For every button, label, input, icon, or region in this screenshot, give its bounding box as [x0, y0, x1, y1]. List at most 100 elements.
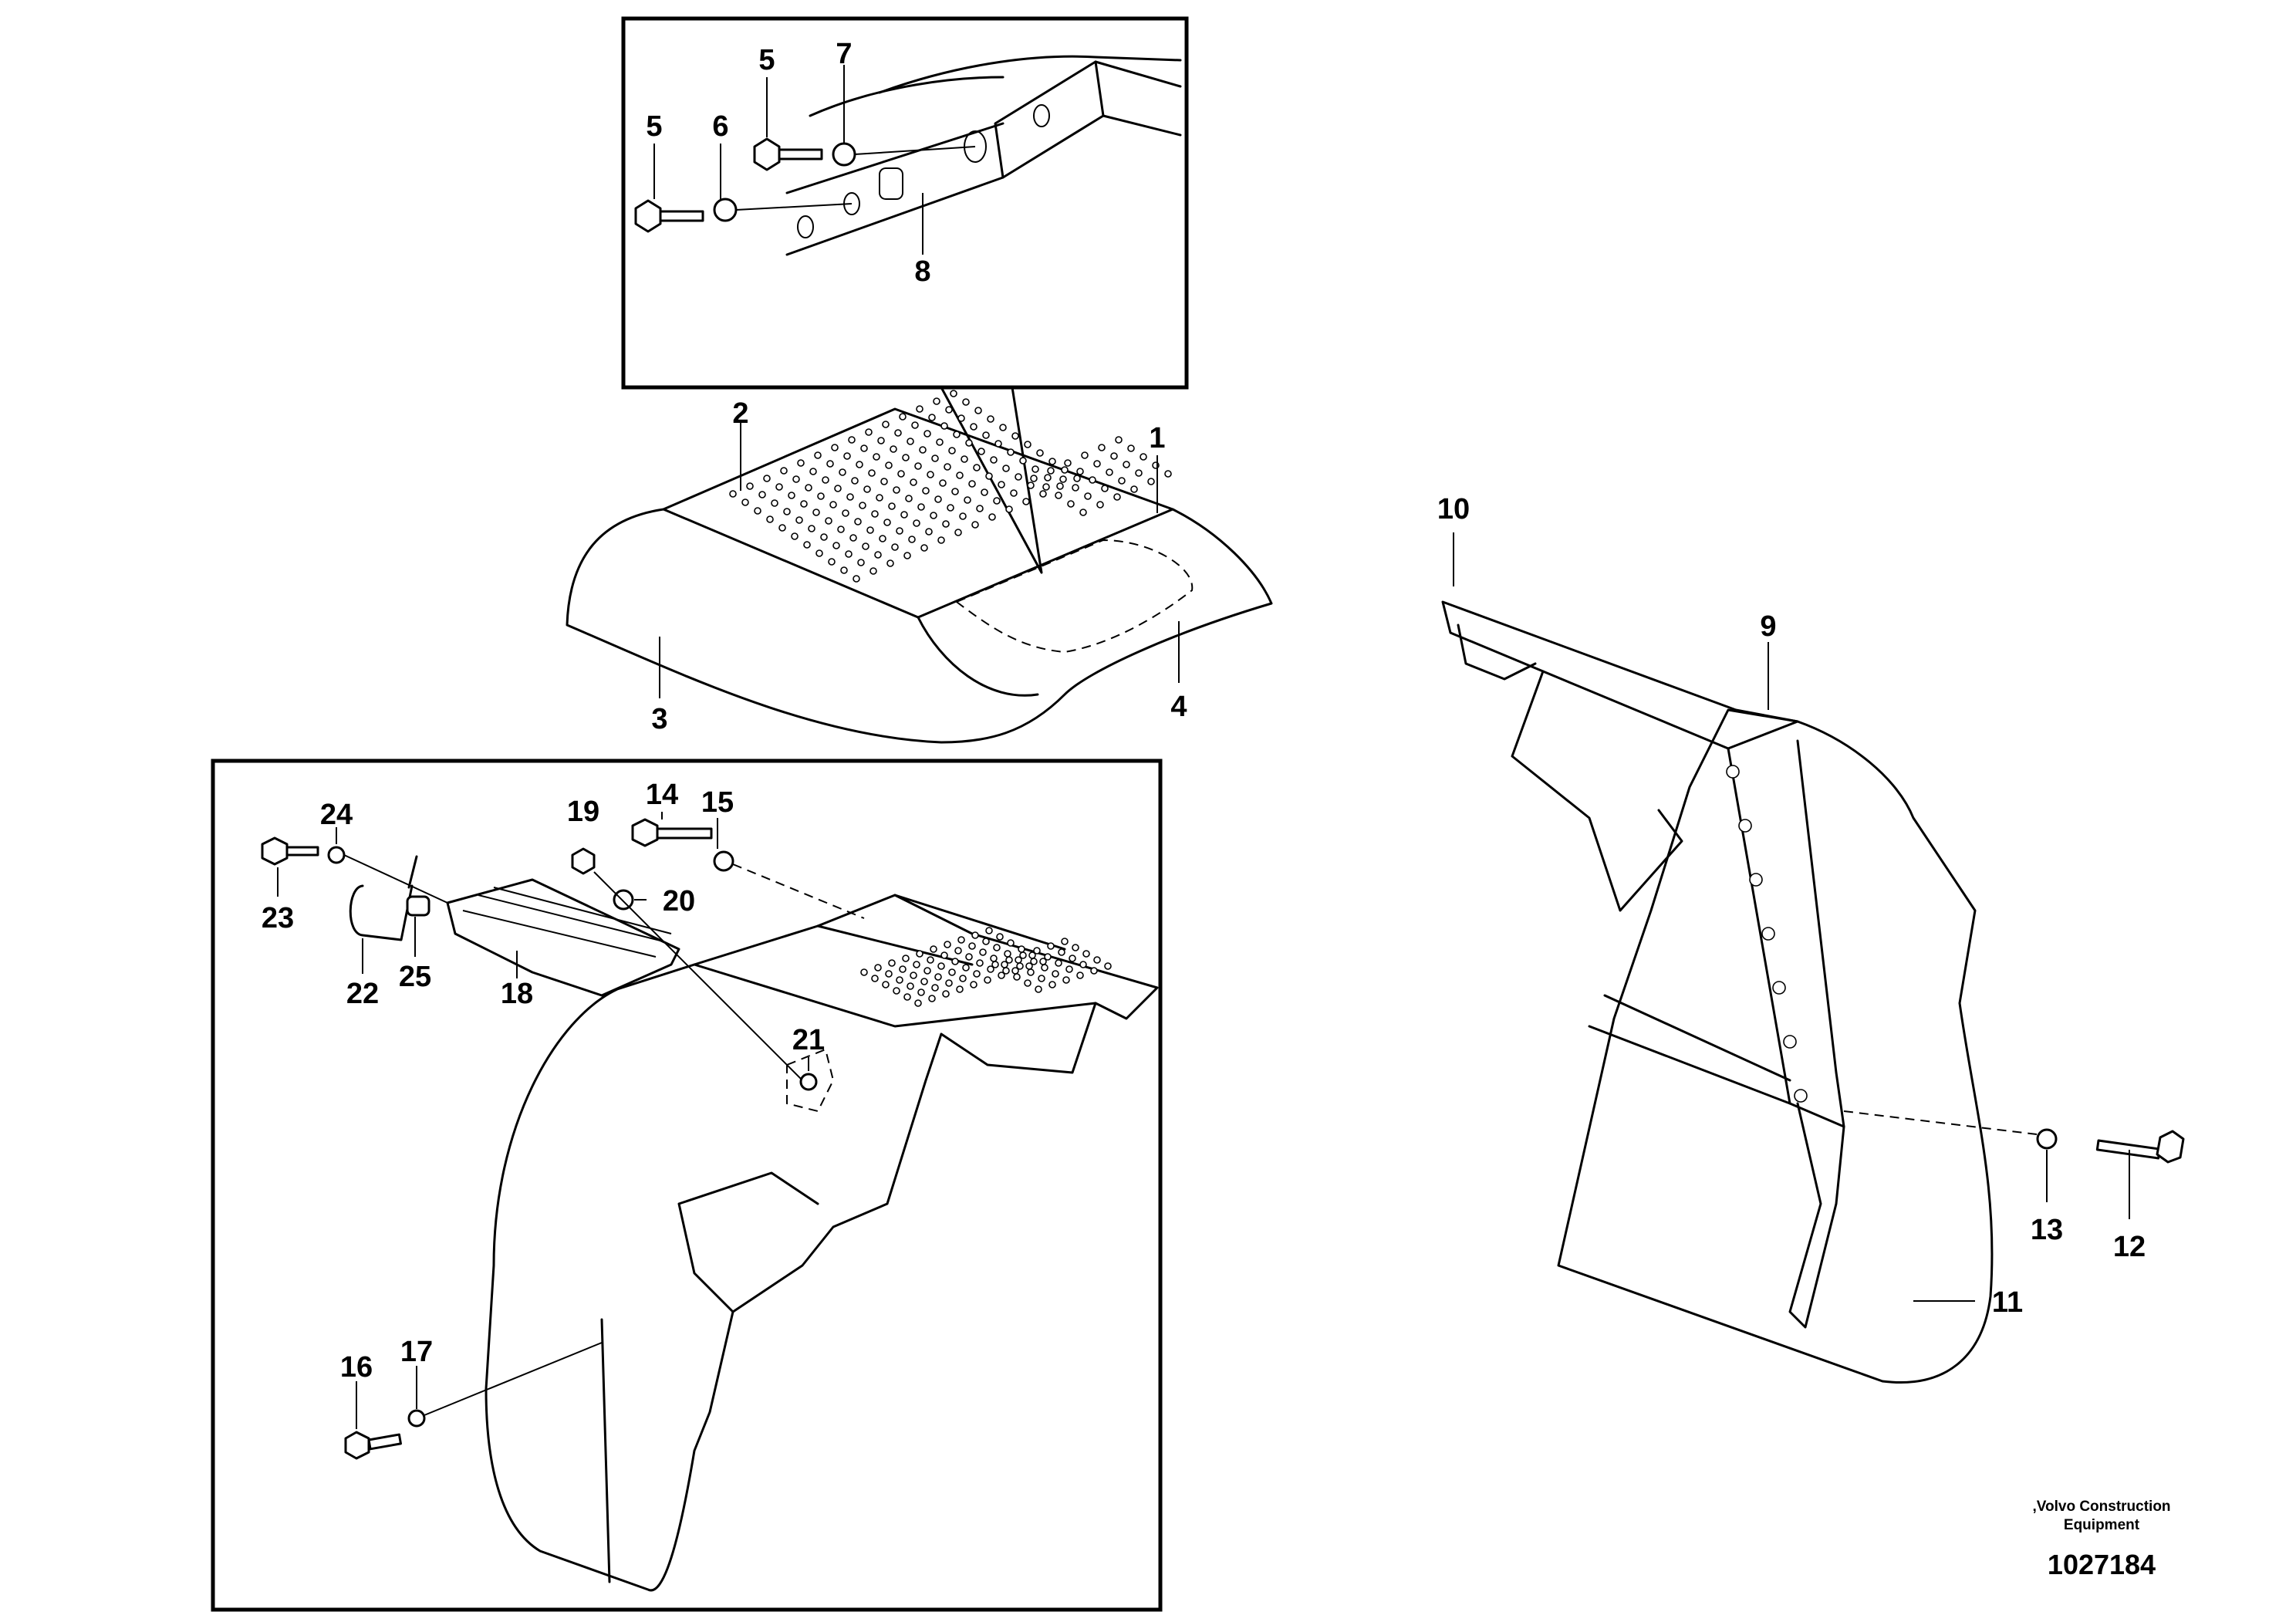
callout-24: 24 — [320, 799, 353, 831]
tread-dot — [1104, 962, 1112, 970]
tread-dot — [923, 967, 931, 975]
tread-dot — [1002, 967, 1010, 975]
tread-dot — [985, 472, 993, 480]
tread-dot — [899, 965, 907, 973]
mudflap-seam — [600, 1318, 611, 1583]
tread-dot — [1079, 509, 1087, 516]
tread-dot — [871, 975, 879, 982]
tread-dot — [1022, 498, 1030, 505]
tread-dot — [896, 527, 903, 535]
tread-dot — [976, 959, 984, 967]
tread-dot — [942, 990, 950, 998]
tread-dot — [885, 461, 893, 469]
tread-dot — [962, 398, 970, 406]
tread-dot — [888, 959, 896, 967]
tread-dot — [934, 495, 942, 503]
tread-dot — [1027, 482, 1035, 489]
tread-dot — [1064, 459, 1072, 467]
tread-dot — [1113, 493, 1121, 501]
tread-dot — [1015, 473, 1022, 481]
tread-dot — [809, 468, 817, 475]
tread-dot — [808, 525, 815, 532]
tread-dot — [880, 478, 888, 485]
tread-dot — [825, 517, 832, 525]
tread-dot — [1007, 939, 1015, 947]
tread-dot — [968, 942, 976, 950]
tread-dot — [778, 524, 786, 532]
mudguard-top-crease — [693, 963, 1097, 1028]
rim-bolt — [1783, 1035, 1797, 1049]
tread-dot — [849, 534, 857, 542]
tread-dot — [1038, 975, 1045, 982]
tread-dot — [874, 964, 882, 972]
tread-dot — [1059, 475, 1067, 483]
tread-dot — [1018, 945, 1025, 953]
tread-dot — [1044, 953, 1052, 961]
tread-dot — [1039, 490, 1047, 498]
tread-dot — [1067, 500, 1075, 508]
tread-dot — [814, 451, 822, 459]
tread-dot — [974, 407, 982, 414]
tread-dot — [882, 981, 890, 988]
tread-dot — [931, 984, 939, 992]
tread-dot — [1106, 468, 1113, 476]
tread-dot — [873, 453, 880, 461]
tread-dot — [1079, 961, 1087, 968]
bolt-icon — [261, 836, 319, 866]
assembly-line — [1843, 1110, 2038, 1135]
tread-dot — [981, 488, 988, 496]
callout-8: 8 — [914, 255, 930, 288]
u-bolt-22 — [349, 884, 414, 941]
tread-dot — [910, 478, 917, 486]
washer-icon — [713, 198, 738, 222]
tread-dot — [866, 526, 874, 534]
tread-dot — [791, 532, 799, 540]
step-18 — [446, 878, 680, 997]
tread-dot — [917, 988, 925, 996]
washer-icon — [2036, 1128, 2058, 1150]
bottom-detail-inset — [211, 759, 1163, 1612]
rim-bolt — [1772, 981, 1786, 995]
tread-dot — [1101, 485, 1109, 492]
tread-dot — [1069, 955, 1076, 962]
tread-dot — [1024, 979, 1032, 987]
callout-17: 17 — [400, 1336, 433, 1368]
tread-dot — [775, 483, 783, 491]
manufacturer-credit-line2: Equipment — [2064, 1517, 2140, 1533]
tread-dot — [846, 493, 854, 501]
tread-dot — [1056, 482, 1064, 490]
tread-dot — [879, 535, 886, 542]
tread-dot — [928, 414, 936, 421]
bolt-icon — [2095, 1130, 2185, 1164]
callout-12: 12 — [2113, 1231, 2146, 1263]
tread-dot — [907, 438, 914, 445]
tread-dot — [900, 511, 908, 519]
tread-dot — [903, 993, 911, 1001]
tread-dot — [902, 454, 910, 461]
tread-dot — [944, 463, 951, 471]
tread-dot — [832, 542, 840, 549]
tread-dot — [1041, 964, 1048, 972]
tread-dot — [953, 431, 961, 438]
tread-dot — [939, 479, 947, 487]
tread-dot — [954, 947, 962, 955]
callout-14: 14 — [646, 779, 678, 811]
tread-dot — [948, 968, 956, 976]
assembly-line — [732, 863, 865, 919]
tread-dot — [913, 519, 920, 527]
tread-dot — [973, 464, 981, 471]
assembly-line — [343, 854, 448, 904]
top-inset-frame — [621, 16, 1189, 390]
tread-dot — [1147, 478, 1155, 485]
tread-dot — [1081, 451, 1089, 459]
tread-dot — [976, 505, 984, 512]
tread-dot — [1047, 942, 1055, 950]
tread-dot — [919, 446, 927, 454]
tread-dot — [1082, 950, 1090, 958]
tread-dot — [951, 488, 959, 495]
bolt-icon — [344, 1431, 402, 1460]
title-block: ,Volvo Construction Equipment 1027184 — [2032, 1499, 2170, 1580]
tread-dot — [839, 468, 846, 476]
tread-dot — [1072, 484, 1079, 492]
callout-22: 22 — [346, 978, 379, 1010]
